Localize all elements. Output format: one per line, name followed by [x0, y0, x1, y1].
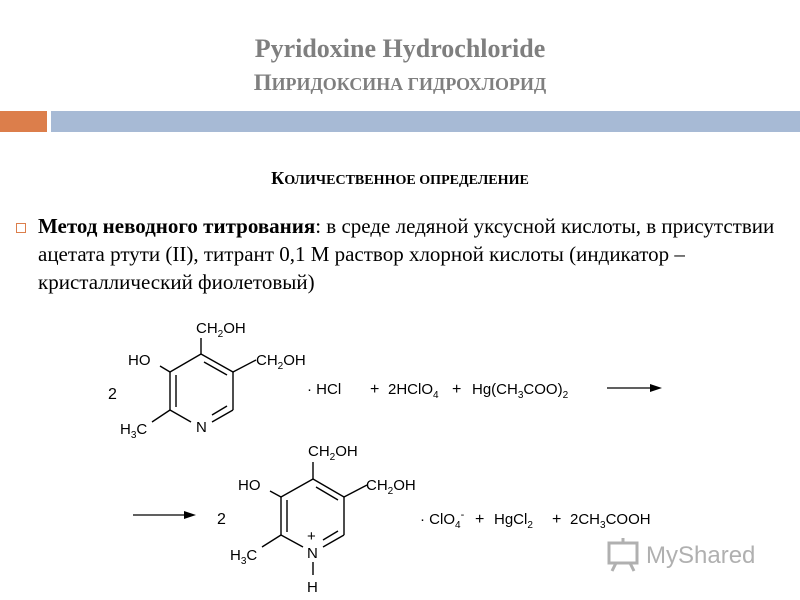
r2-product-acetic-acid: 2CH3COOH — [570, 511, 651, 531]
r1-nitrogen: N — [196, 419, 207, 436]
r1-h3c: H3C — [120, 421, 147, 441]
pyridine-ring-1 — [151, 338, 257, 423]
r2-plus-charge: + — [307, 528, 316, 545]
pyridine-ring-2 — [261, 462, 368, 575]
logo-text: MyShared — [646, 542, 756, 569]
r1-reagent-hg-acetate: Hg(CH3COO)2 — [472, 381, 569, 401]
method-name: Метод неводного титрования — [38, 214, 316, 238]
r2-ch2oh-top: CH2OH — [308, 443, 358, 463]
title-russian: ПИРИДОКСИНА ГИДРОХЛОРИД — [0, 70, 800, 96]
r2-coefficient: 2 — [217, 511, 226, 528]
r1-plus-2: + — [452, 381, 461, 398]
title-english: Pyridoxine Hydrochloride — [254, 34, 546, 63]
r2-hydrogen: H — [307, 579, 318, 596]
header-bar — [51, 111, 800, 132]
title-russian-rest: ИРИДОКСИНА ГИДРОХЛОРИД — [271, 74, 547, 94]
r2-product-hgcl2: HgCl2 — [494, 511, 533, 531]
method-paragraph: Метод неводного титрования: в среде ледя… — [38, 212, 780, 296]
section-heading: КОЛИЧЕСТВЕННОЕ ОПРЕДЕЛЕНИЕ — [0, 168, 800, 189]
r2-arrow — [133, 511, 196, 519]
bullet-square-icon — [16, 223, 26, 233]
r2-plus-2: + — [552, 511, 561, 528]
r2-perchlorate: · ClO4- — [420, 509, 465, 531]
reaction-2: 2 CH2OH CH2OH HO H3C + N H · ClO4- + HgC… — [133, 443, 651, 596]
section-initial: К — [271, 168, 285, 188]
r1-coefficient: 2 — [108, 386, 117, 403]
r2-ho: HO — [238, 477, 261, 494]
r1-plus-1: + — [370, 381, 379, 398]
r1-reagent-hclo4: 2HClO4 — [388, 381, 439, 401]
r2-plus-1: + — [475, 511, 484, 528]
r1-ho: HO — [128, 352, 151, 369]
r1-arrow — [607, 384, 662, 392]
r2-nitrogen: N — [307, 545, 318, 562]
r2-ch2oh-right: CH2OH — [366, 477, 416, 497]
presentation-board-icon — [607, 538, 639, 572]
r1-hcl: · HCl — [307, 381, 341, 398]
r1-ch2oh-top: CH2OH — [196, 320, 246, 340]
title-russian-initial: П — [253, 70, 272, 95]
r2-h3c: H3C — [230, 547, 257, 567]
r1-ch2oh-right: CH2OH — [256, 352, 306, 372]
method-description: : в среде ледяной уксусной кислоты, в пр… — [38, 214, 775, 294]
accent-bar — [0, 111, 47, 132]
reaction-1: CH2OH CH2OH HO 2 H3C N · HCl + 2HClO4 + … — [108, 320, 662, 441]
section-rest: ОЛИЧЕСТВЕННОЕ ОПРЕДЕЛЕНИЕ — [284, 172, 529, 188]
myshared-logo: MyShared — [606, 538, 786, 574]
